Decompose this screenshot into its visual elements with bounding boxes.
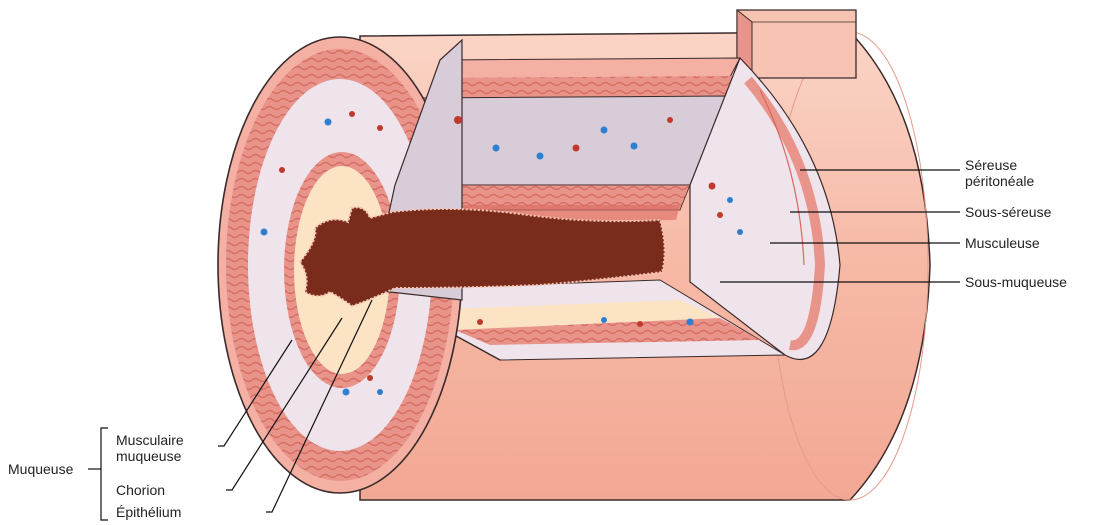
label-sereuse-peritoneale: Séreuse péritonéale xyxy=(965,157,1034,189)
label-musculaire-line1: Musculaire xyxy=(116,432,184,448)
label-sous-sereuse: Sous-séreuse xyxy=(965,204,1051,220)
serosa-flap xyxy=(737,10,856,78)
label-sous-muqueuse: Sous-muqueuse xyxy=(965,274,1067,290)
label-sereuse-line2: péritonéale xyxy=(965,173,1034,189)
label-musculaire-muqueuse: Musculaire muqueuse xyxy=(116,432,184,464)
label-chorion: Chorion xyxy=(116,482,165,498)
label-musculeuse: Musculeuse xyxy=(965,235,1040,251)
label-musculaire-line2: muqueuse xyxy=(116,448,184,464)
label-epithelium: Épithélium xyxy=(116,504,181,520)
label-muqueuse: Muqueuse xyxy=(8,461,73,477)
label-sereuse-line1: Séreuse xyxy=(965,157,1034,173)
